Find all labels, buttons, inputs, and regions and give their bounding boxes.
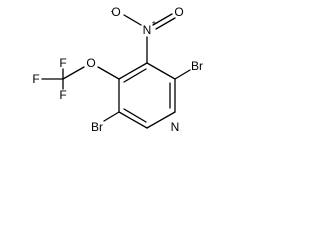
atom-labels: N N + O O - O F F F Br Br [32,5,203,134]
bond-c4-c3-inner [123,68,147,83]
atom-fluorine-left: F [32,72,39,86]
bond-c6-c5 [118,111,148,129]
bond-c3-c2 [146,62,176,80]
atom-bromine-c5: Br [91,120,103,134]
bond-nitro-n-o-double-b [155,17,176,30]
bond-c5-br [103,111,120,122]
atom-nitro-oxygen-double: O [174,5,183,19]
bond-nitro-n-o-single [123,14,142,26]
atom-ether-oxygen: O [86,56,95,70]
atom-bromine-c2: Br [191,59,203,73]
atom-nitro-nitrogen: N [143,23,152,37]
charge-nitro-oxygen-minus: - [111,7,114,16]
bond-c2-br [174,69,191,80]
atom-nitro-oxygen-single: O [111,5,120,19]
bond-o-ether-cf3 [62,66,85,80]
atom-ring-nitrogen: N [171,120,180,134]
pyridine-ring [118,62,176,129]
bond-c4-c3 [118,62,148,80]
bromo-substituents [103,69,191,122]
atom-fluorine-top: F [59,56,66,70]
atom-fluorine-bottom: F [59,88,66,102]
bond-nitro-n-o-double-a [152,13,173,26]
bond-c4-o-ether [97,66,120,80]
trifluoromethoxy-group [41,66,120,90]
bond-n1-c6 [146,111,176,129]
chemical-structure-diagram: N N + O O - O F F F Br Br [32,5,203,134]
charge-nitro-nitrogen-plus: + [152,19,157,28]
nitro-group [123,13,176,64]
bond-c6-c5-inner [123,108,147,123]
